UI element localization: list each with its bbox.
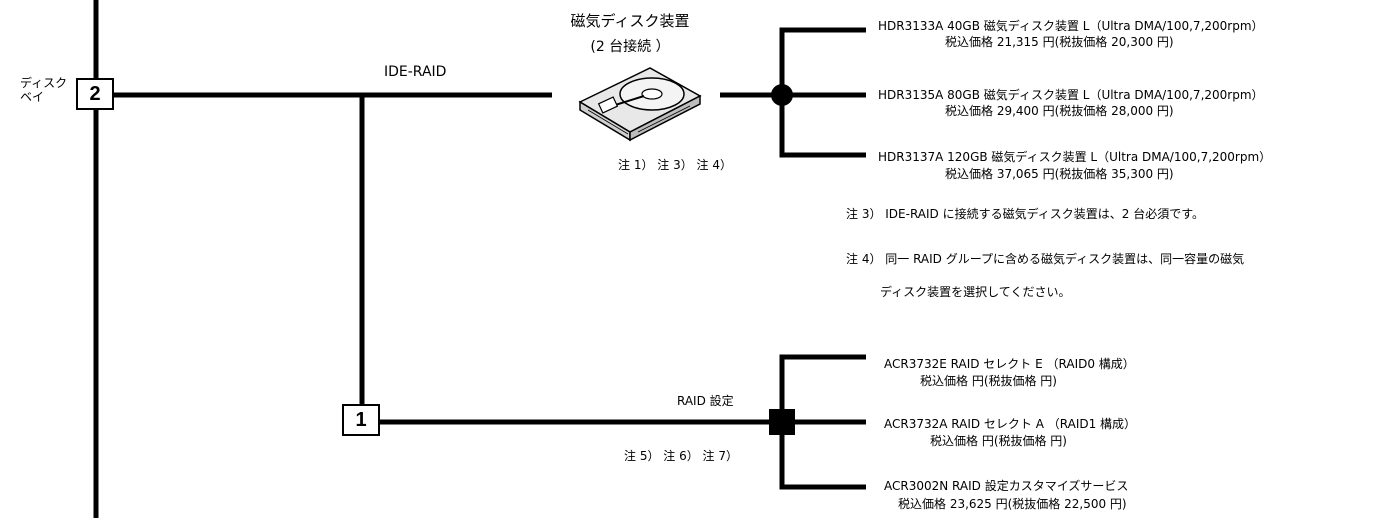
bay-label-line2: ベイ	[20, 90, 45, 104]
note-4-line1: 注 4） 同一 RAID グループに含める磁気ディスク装置は、同一容量の磁気	[846, 252, 1245, 266]
raid-notes: 注 5） 注 6） 注 7）	[624, 449, 738, 463]
raid-option-1-name: ACR3732E RAID セレクト E （RAID0 構成）	[884, 357, 1135, 371]
raid-option-2-price: 税込価格 円(税抜価格 円)	[930, 434, 1067, 448]
raid-setting-label: RAID 設定	[677, 394, 734, 408]
hdd-option-1-name: HDR3133A 40GB 磁気ディスク装置 L（Ultra DMA/100,7…	[878, 19, 1264, 33]
disk-subtitle: (2 台接続 ）	[590, 39, 670, 55]
hdd-option-2-name: HDR3135A 80GB 磁気ディスク装置 L（Ultra DMA/100,7…	[878, 88, 1264, 102]
note-3: 注 3） IDE-RAID に接続する磁気ディスク装置は、2 台必須です。	[846, 207, 1205, 221]
raid-option-2-name: ACR3732A RAID セレクト A （RAID1 構成）	[884, 417, 1137, 431]
note-4-line2: ディスク装置を選択してください。	[880, 285, 1071, 299]
disk-title: 磁気ディスク装置	[570, 12, 690, 30]
raid-junction-square	[769, 409, 795, 435]
hdd-option-3-name: HDR3137A 120GB 磁気ディスク装置 L（Ultra DMA/100,…	[878, 150, 1272, 164]
hdd-option-1-price: 税込価格 21,315 円(税抜価格 20,300 円)	[945, 35, 1174, 49]
raid-option-3-name: ACR3002N RAID 設定カスタマイズサービス	[884, 479, 1129, 493]
ide-raid-label: IDE-RAID	[384, 64, 447, 80]
disk-notes: 注 1） 注 3） 注 4）	[618, 158, 732, 172]
hdd-option-3-price: 税込価格 37,065 円(税抜価格 35,300 円)	[945, 167, 1174, 181]
raid-option-3-price: 税込価格 23,625 円(税抜価格 22,500 円)	[898, 497, 1127, 511]
bay-number-box: 2	[76, 78, 114, 110]
hdd-junction-dot	[771, 84, 793, 106]
raid-number-box: 1	[342, 404, 380, 436]
bay-label-line1: ディスク	[20, 76, 68, 90]
hard-disk-drive-icon	[578, 67, 702, 142]
raid-option-1-price: 税込価格 円(税抜価格 円)	[920, 374, 1057, 388]
hdd-option-2-price: 税込価格 29,400 円(税抜価格 28,000 円)	[945, 104, 1174, 118]
